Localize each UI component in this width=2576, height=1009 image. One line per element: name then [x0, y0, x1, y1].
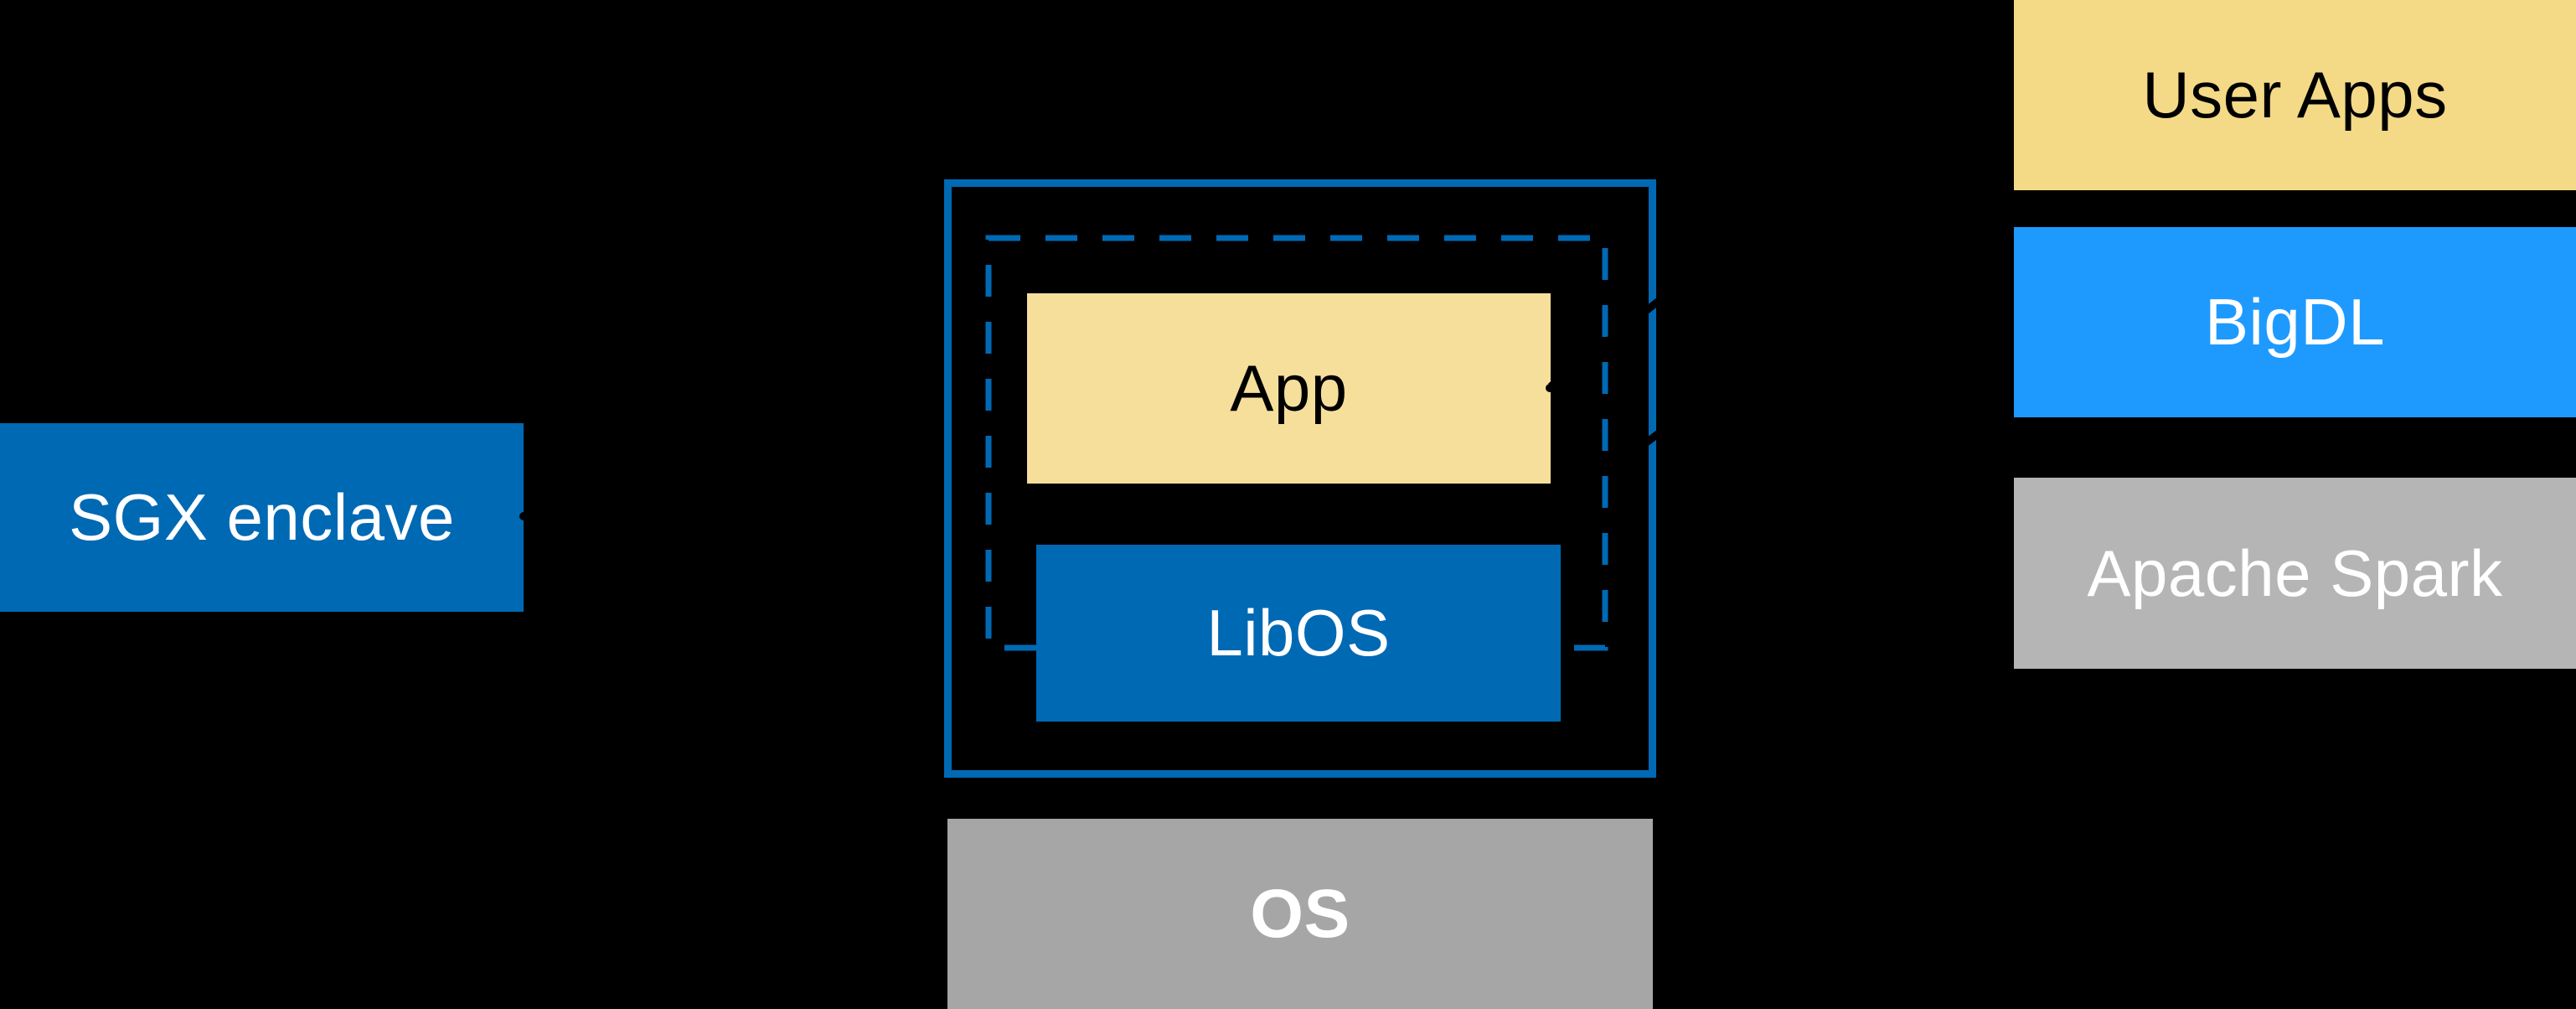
apache-spark-label: Apache Spark: [2087, 536, 2503, 610]
sgx-enclave-label: SGX enclave: [69, 480, 455, 554]
apache-spark-box: Apache Spark: [2014, 478, 2576, 669]
app-label: App: [1230, 351, 1348, 425]
os-label: OS: [1250, 875, 1350, 952]
app-box: App: [1027, 293, 1551, 484]
bigdl-box: BigDL: [2014, 227, 2576, 417]
sgx-enclave-box: SGX enclave: [0, 423, 524, 612]
callout-line-sgx-enclave: [522, 465, 705, 520]
os-box: OS: [947, 819, 1653, 1009]
bigdl-label: BigDL: [2205, 285, 2385, 359]
libos-box: LibOS: [1036, 545, 1561, 722]
libos-label: LibOS: [1206, 596, 1391, 670]
user-apps-box: User Apps: [2014, 0, 2576, 190]
user-apps-label: User Apps: [2142, 58, 2448, 132]
enclave-outline-box: [944, 179, 1656, 778]
